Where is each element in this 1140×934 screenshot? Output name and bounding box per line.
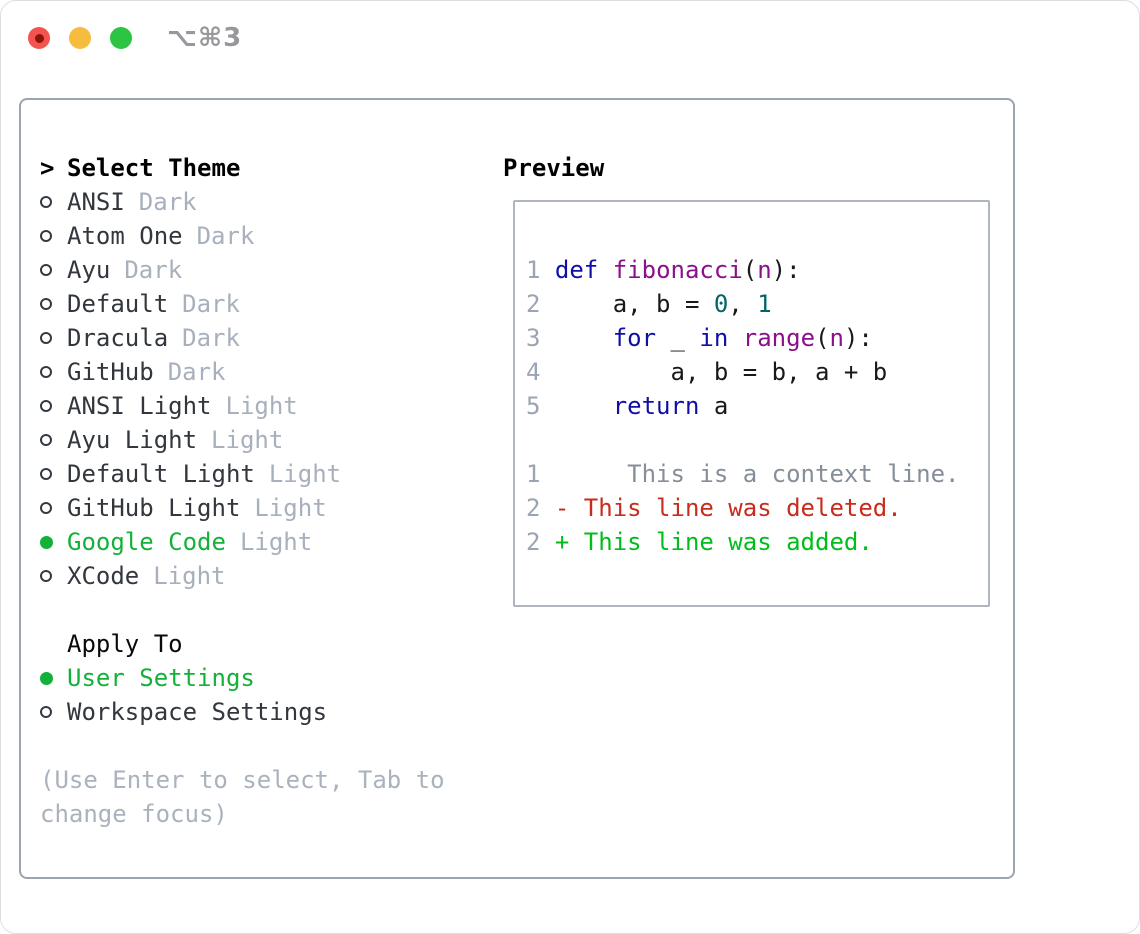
theme-option-label: XCode [67,562,140,590]
apply-to-title: Apply To [67,630,183,658]
spacer [40,729,492,763]
theme-option[interactable]: Default Dark [40,287,492,321]
modified-dot-icon [34,33,44,43]
radio-icon [40,434,52,446]
radio-icon [40,570,52,582]
theme-option-label: Default Light [67,460,255,488]
code-line: 5 return a [526,392,729,420]
theme-variant-tag: Light [254,494,327,522]
theme-option[interactable]: Ayu Light Light [40,423,492,457]
theme-variant-tag: Light [153,562,226,590]
theme-variant-tag: Dark [124,256,183,284]
theme-option[interactable]: GitHub Light Light [40,491,492,525]
code-line [526,423,959,457]
theme-option-label: Dracula [67,324,169,352]
radio-icon [40,264,52,276]
code-line: 2 - This line was deleted. [526,494,902,522]
theme-list-column: > Select Theme ANSI Dark Atom One Dark A… [40,151,492,831]
theme-variant-tag: Dark [138,188,197,216]
theme-variant-tag: Dark [182,290,240,318]
theme-option-label: Ayu Light [67,426,198,454]
theme-option[interactable]: ANSI Light Light [40,389,492,423]
theme-option[interactable]: Dracula Dark [40,321,492,355]
theme-option-label: ANSI Light [67,392,212,420]
keyboard-hint: (Use Enter to select, Tab to change focu… [40,763,492,831]
theme-option-label: ANSI [67,188,125,216]
theme-variant-tag: Light [225,392,298,420]
theme-option-label: Default [67,290,169,318]
code-line: 2 a, b = 0, 1 [526,290,772,318]
preview-title: Preview [503,154,605,182]
radio-icon [40,230,52,242]
theme-option[interactable]: Google Code Light [40,525,492,559]
theme-variant-tag: Dark [167,358,226,386]
theme-variant-tag: Light [239,528,313,556]
apply-to-option[interactable]: Workspace Settings [40,695,492,729]
select-theme-header: > Select Theme [40,151,492,185]
code-line: 2 + This line was added. [526,528,873,556]
code-line: 3 for _ in range(n): [526,324,873,352]
select-theme-title: Select Theme [67,154,241,182]
code-preview: 1 def fibonacci(n): 2 a, b = 0, 1 3 for _ … [526,253,959,559]
focus-cursor-icon: > [40,154,55,182]
radio-icon [40,535,53,549]
radio-icon [40,400,52,412]
theme-option[interactable]: Default Light Light [40,457,492,491]
radio-icon [40,298,52,310]
apply-to-option-label: User Settings [67,664,255,692]
radio-icon [40,502,52,514]
theme-option[interactable]: GitHub Dark [40,355,492,389]
theme-option-label: Google Code [67,528,226,556]
apply-to-header: Apply To [40,627,492,661]
minimize-button[interactable] [69,27,91,49]
apply-to-option-label: Workspace Settings [67,698,328,726]
spacer [40,593,492,627]
code-line: 4 a, b = b, a + b [526,358,888,386]
radio-icon [40,706,52,718]
theme-option[interactable]: Ayu Dark [40,253,492,287]
theme-option-label: Ayu [67,256,111,284]
apply-to-list: User Settings Workspace Settings [40,661,492,729]
theme-variant-tag: Dark [196,222,255,250]
close-button[interactable] [28,27,50,49]
traffic-lights [28,27,132,49]
theme-variant-tag: Light [211,426,284,454]
radio-icon [40,332,52,344]
preview-box: 1 def fibonacci(n): 2 a, b = 0, 1 3 for _ … [513,200,990,607]
theme-option-label: GitHub Light [67,494,241,522]
hint-line-2: change focus) [40,800,228,828]
apply-to-option[interactable]: User Settings [40,661,492,695]
radio-icon [40,366,52,378]
theme-option[interactable]: Atom One Dark [40,219,492,253]
theme-variant-tag: Light [268,460,342,488]
theme-list: ANSI Dark Atom One Dark Ayu Dark Default… [40,185,492,593]
theme-dialog-panel: > Select Theme ANSI Dark Atom One Dark A… [19,98,1015,879]
theme-option-label: Atom One [67,222,183,250]
window-shortcut-label: ⌥⌘3 [167,23,243,53]
code-line: 1 This is a context line. [526,460,960,488]
theme-option[interactable]: ANSI Dark [40,185,492,219]
radio-icon [40,196,52,208]
radio-icon [40,671,53,685]
zoom-button[interactable] [110,27,132,49]
radio-icon [40,468,52,480]
theme-option-label: GitHub [67,358,154,386]
code-line: 1 def fibonacci(n): [526,256,801,284]
hint-line-1: (Use Enter to select, Tab to [40,766,445,794]
theme-option[interactable]: XCode Light [40,559,492,593]
window-titlebar: ⌥⌘3 [1,1,1139,75]
theme-variant-tag: Dark [182,324,240,352]
